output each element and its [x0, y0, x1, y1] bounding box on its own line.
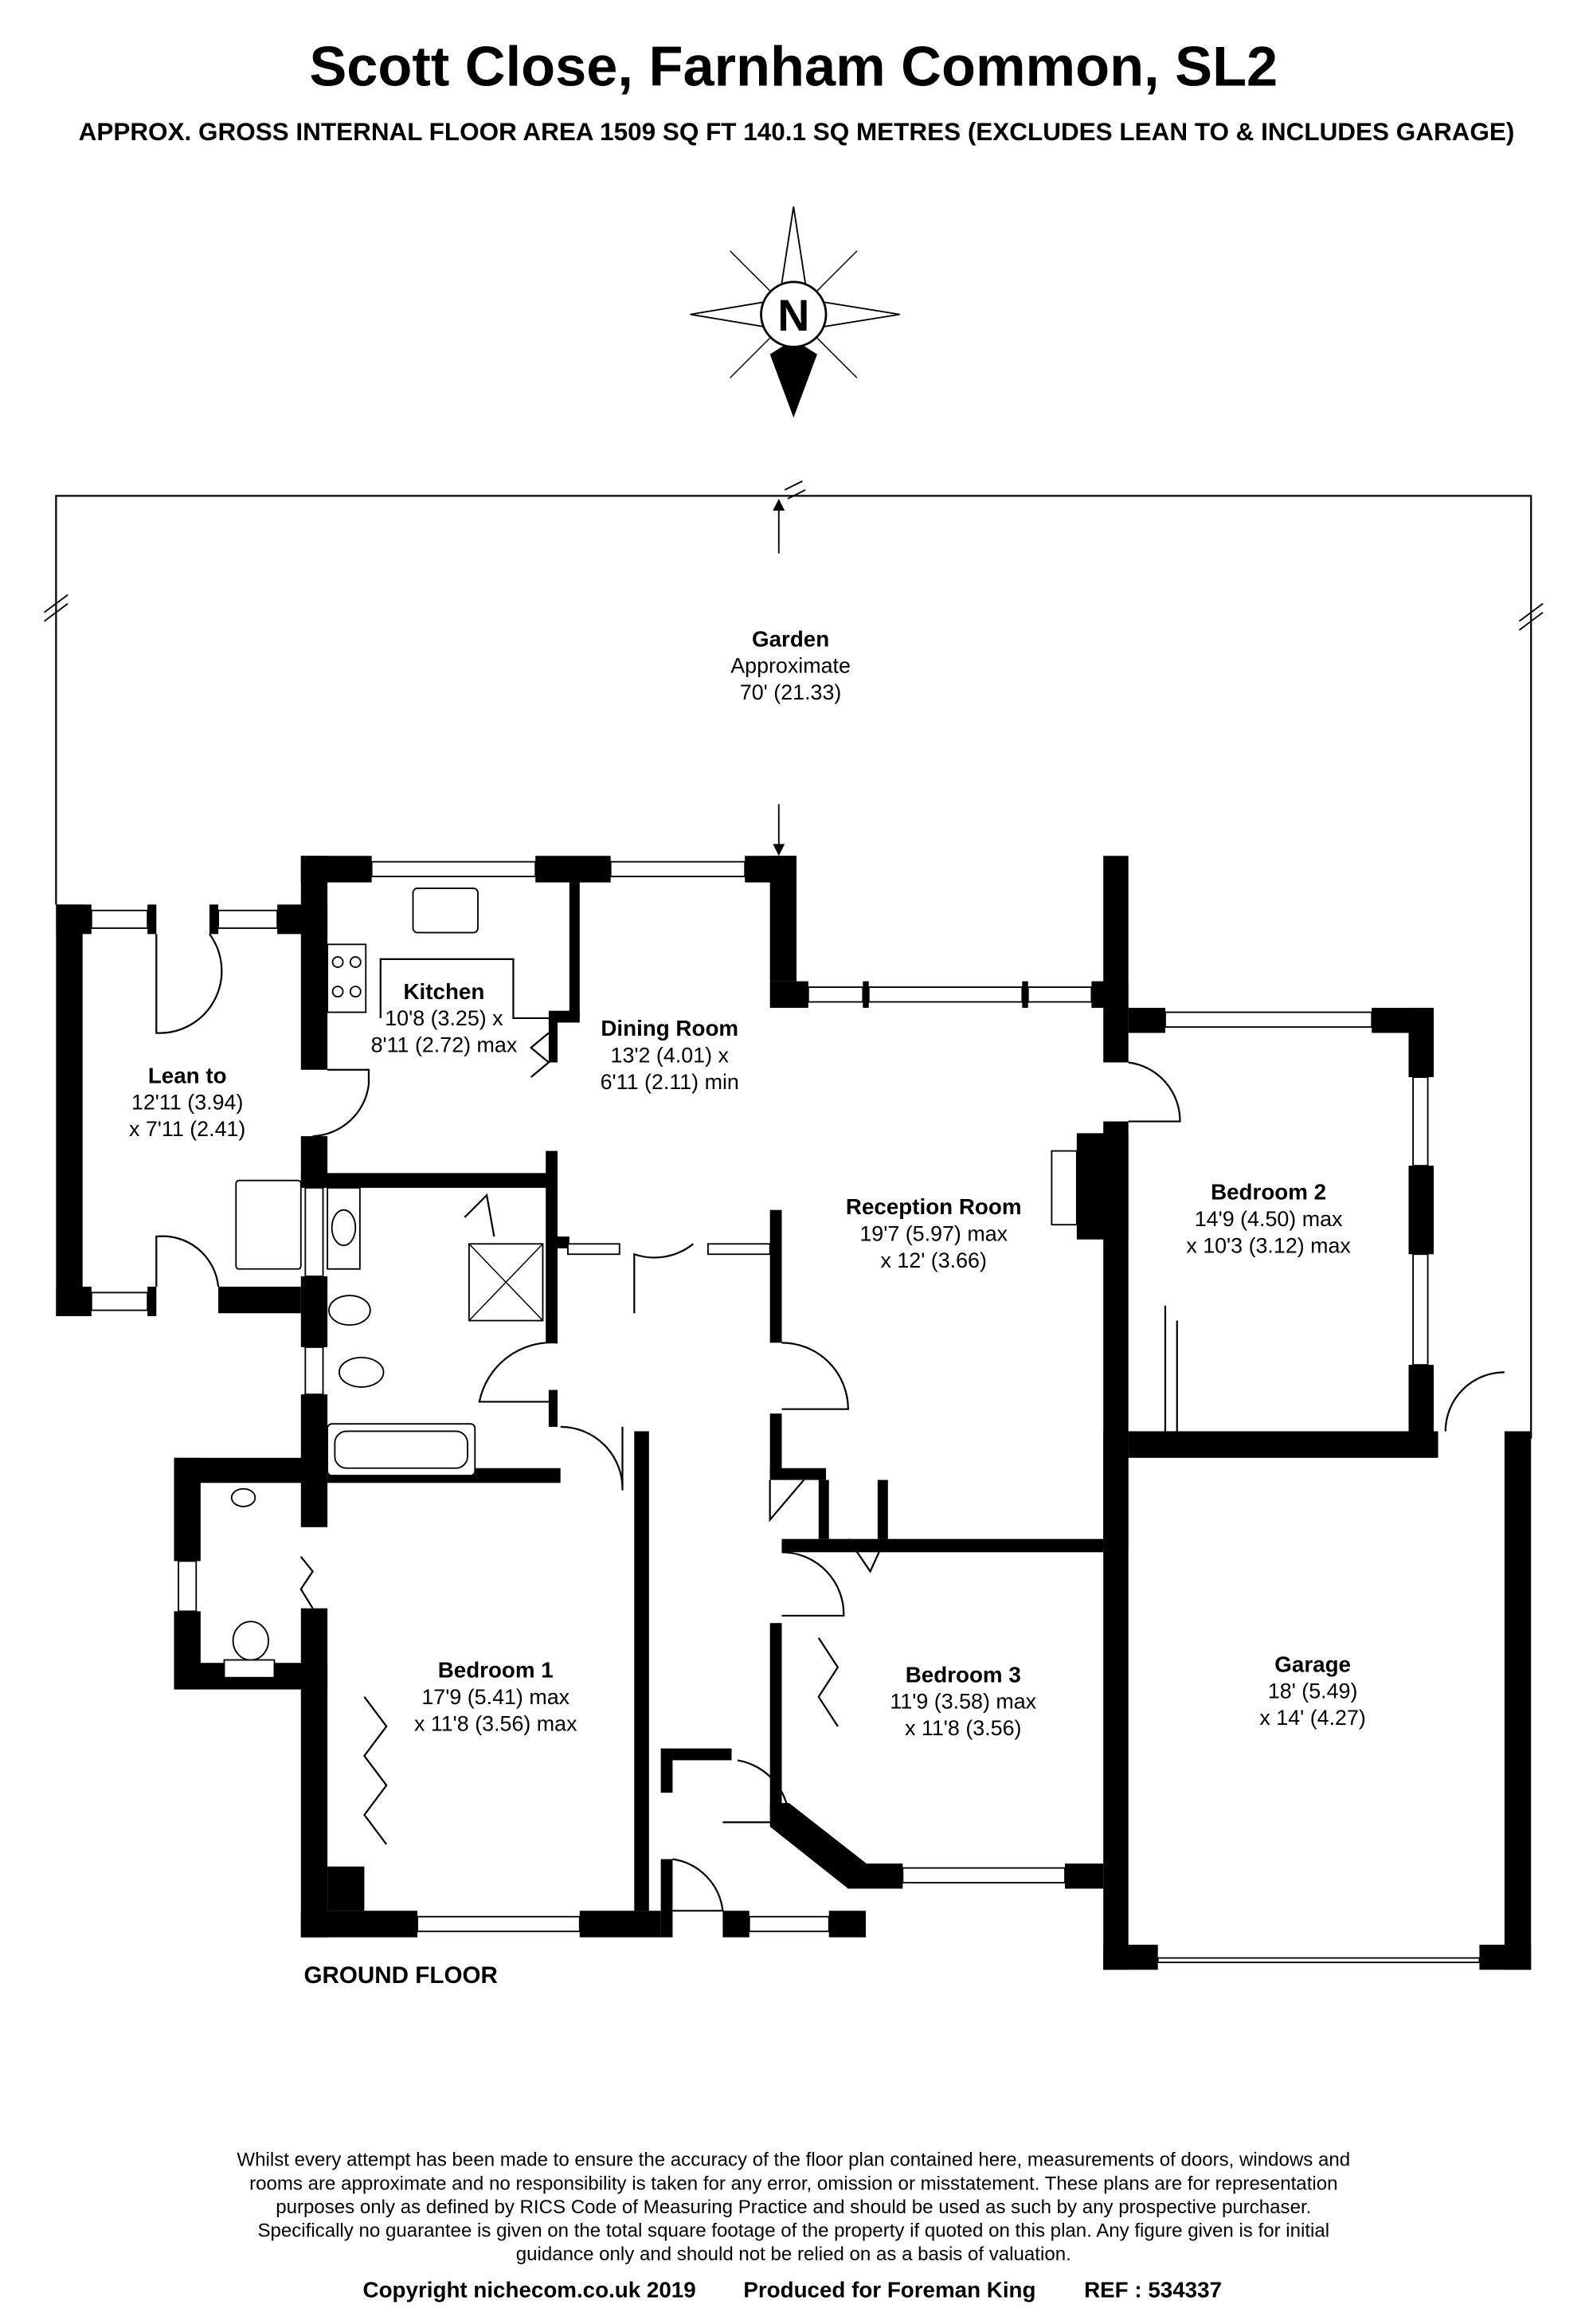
garden-dim-2: 70' (21.33)	[740, 680, 842, 704]
floor-area-subtitle: APPROX. GROSS INTERNAL FLOOR AREA 1509 S…	[79, 118, 1515, 146]
room-dim: x 10'3 (3.12) max	[1186, 1233, 1351, 1257]
room-dim: 11'9 (3.58) max	[890, 1690, 1036, 1714]
room-dim: x 14' (4.27)	[1259, 1706, 1365, 1730]
ensuite-toilet-icon	[232, 1621, 269, 1661]
fixtures	[223, 888, 1078, 1845]
bidet-icon	[328, 1295, 371, 1327]
room-dim: 13'2 (4.01) x	[611, 1044, 730, 1068]
room-garage: Garage 18' (5.49) x 14' (4.27)	[1259, 1652, 1365, 1730]
ensuite-basin-icon	[230, 1487, 256, 1507]
garden-dim-1: Approximate	[730, 654, 851, 678]
room-dim: 19'7 (5.97) max	[859, 1222, 1008, 1246]
room-dim: 6'11 (2.11) min	[601, 1070, 739, 1094]
walls	[56, 856, 1532, 1970]
room-name: Garage	[1274, 1652, 1351, 1676]
disclaimer-line: purposes only as defined by RICS Code of…	[276, 2197, 1311, 2218]
room-dim: 17'9 (5.41) max	[421, 1685, 569, 1709]
reference-number: REF : 534337	[1084, 2278, 1222, 2302]
room-dining: Dining Room 13'2 (4.01) x 6'11 (2.11) mi…	[601, 1016, 739, 1094]
copyright: Copyright nichecom.co.uk 2019	[363, 2278, 696, 2302]
disclaimer: Whilst every attempt has been made to en…	[237, 2150, 1350, 2266]
room-dim: x 11'8 (3.56) max	[414, 1711, 577, 1735]
lean-to-sink-icon	[235, 1179, 302, 1270]
page-title: Scott Close, Farnham Common, SL2	[309, 35, 1278, 98]
room-dim: x 11'8 (3.56)	[905, 1716, 1021, 1740]
produced-for: Produced for Foreman King	[743, 2278, 1035, 2302]
basin-icon	[331, 1209, 357, 1247]
toilet-icon	[339, 1356, 385, 1388]
room-name: Bedroom 2	[1211, 1180, 1326, 1205]
fireplace-icon	[1051, 1150, 1078, 1226]
room-kitchen: Kitchen 10'8 (3.25) x 8'11 (2.72) max	[371, 979, 518, 1057]
room-dim: 10'8 (3.25) x	[385, 1006, 503, 1030]
room-dim: x 12' (3.66)	[880, 1248, 986, 1272]
disclaimer-line: Specifically no guarantee is given on th…	[257, 2220, 1329, 2242]
disclaimer-line: rooms are approximate and no responsibil…	[249, 2173, 1337, 2194]
garden-label: Garden	[752, 626, 829, 651]
room-name: Bedroom 3	[906, 1662, 1021, 1687]
room-dim: 14'9 (4.50) max	[1195, 1207, 1343, 1231]
disclaimer-line: guidance only and should not be relied o…	[516, 2244, 1071, 2265]
room-name: Lean to	[148, 1063, 227, 1088]
hob-icon	[327, 943, 367, 1013]
floor-label: GROUND FLOOR	[303, 1962, 497, 1989]
room-dim: x 7'11 (2.41)	[129, 1117, 245, 1141]
north-compass-icon: N	[690, 206, 900, 418]
room-bedroom-2: Bedroom 2 14'9 (4.50) max x 10'3 (3.12) …	[1186, 1180, 1351, 1258]
room-dim: 8'11 (2.72) max	[371, 1033, 518, 1057]
garden-boundary	[44, 480, 1544, 1439]
room-reception: Reception Room 19'7 (5.97) max x 12' (3.…	[846, 1194, 1022, 1272]
disclaimer-line: Whilst every attempt has been made to en…	[237, 2150, 1350, 2171]
room-name: Reception Room	[846, 1194, 1022, 1219]
room-name: Kitchen	[403, 979, 484, 1004]
room-name: Dining Room	[601, 1016, 738, 1041]
room-bedroom-1: Bedroom 1 17'9 (5.41) max x 11'8 (3.56) …	[414, 1658, 577, 1736]
windows	[90, 860, 1481, 1964]
room-bedroom-3: Bedroom 3 11'9 (3.58) max x 11'8 (3.56)	[890, 1662, 1036, 1740]
room-dim: 18' (5.49)	[1268, 1679, 1358, 1703]
room-dim: 12'11 (3.94)	[131, 1091, 243, 1115]
kitchen-sink-icon	[412, 888, 479, 934]
room-name: Bedroom 1	[438, 1658, 554, 1683]
compass-north-label: N	[777, 291, 809, 340]
doors	[155, 933, 1505, 1912]
room-lean-to: Lean to 12'11 (3.94) x 7'11 (2.41)	[129, 1063, 245, 1141]
